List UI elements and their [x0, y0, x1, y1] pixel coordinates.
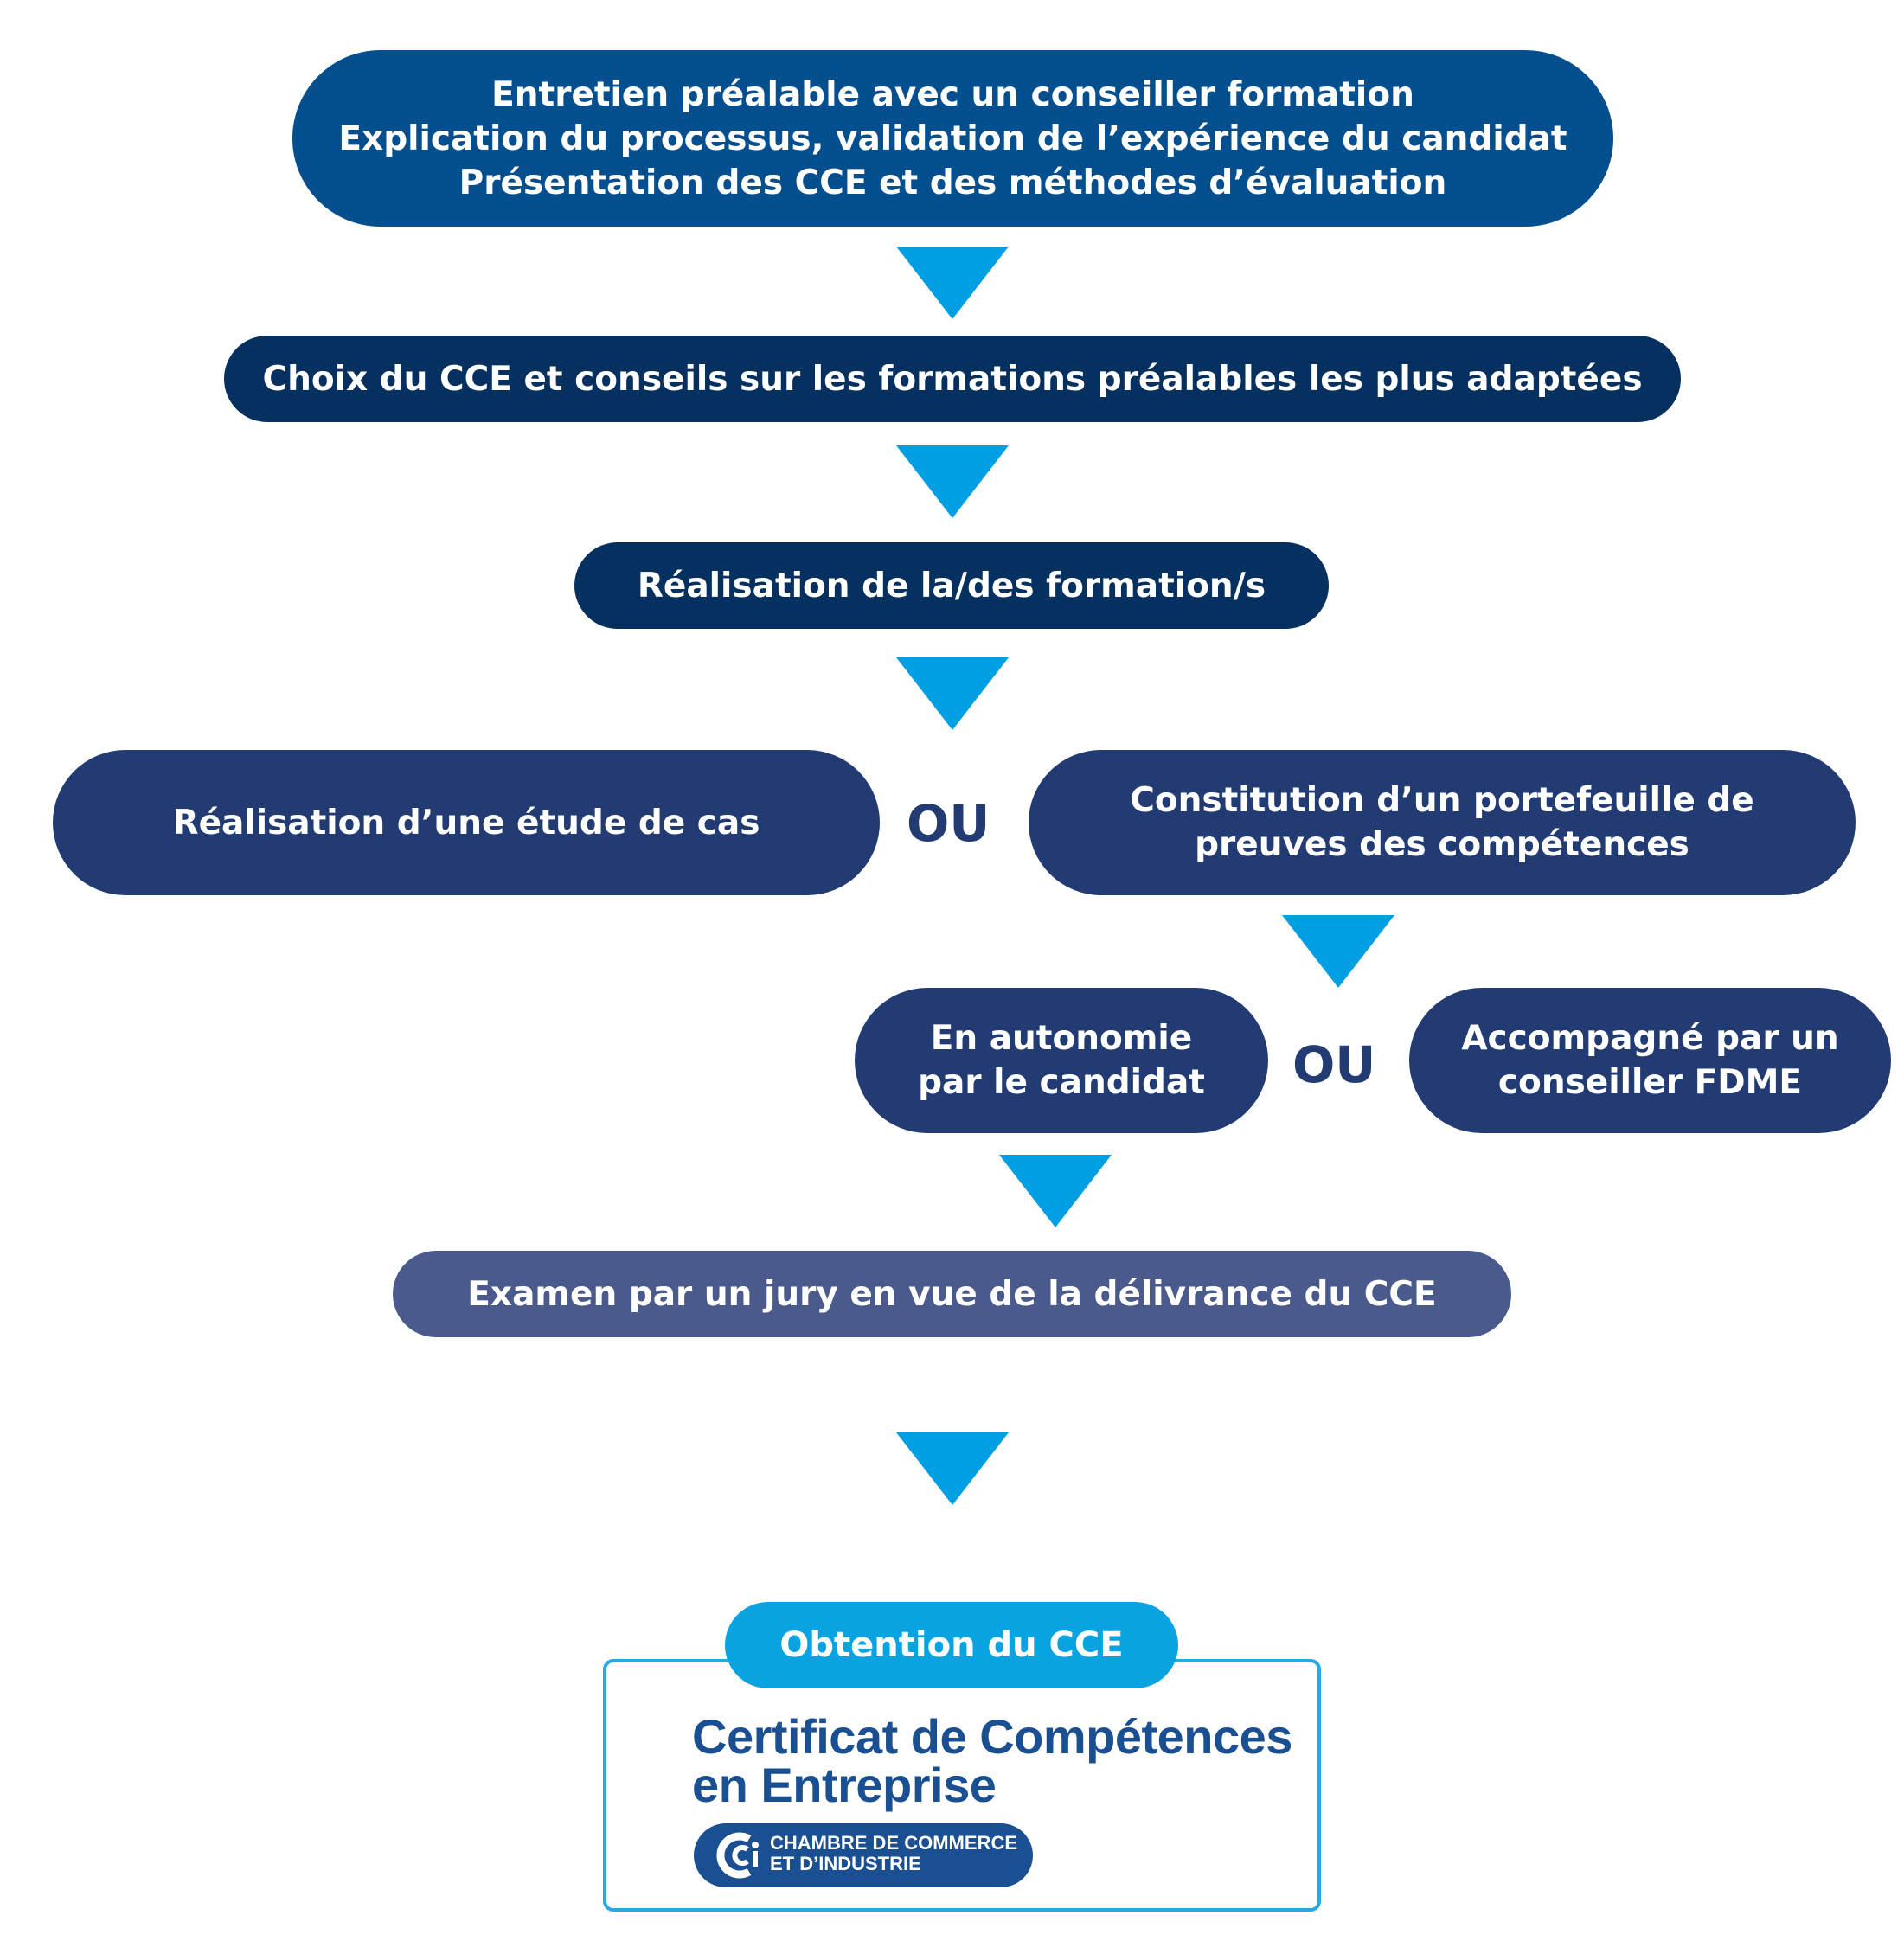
exam-label: Examen par un jury en vue de la délivran…: [467, 1274, 1437, 1314]
arrow-down-icon: [896, 1432, 1009, 1505]
step1-line: Explication du processus, validation de …: [338, 119, 1567, 158]
sub-option-autonomy: En autonomie par le candidat: [855, 988, 1268, 1133]
option-portfolio-line: preuves des compétences: [1195, 825, 1689, 864]
step-preliminary-interview: Entretien préalable avec un conseiller f…: [292, 50, 1613, 227]
cci-text-line-2: ET D’INDUSTRIE: [770, 1853, 921, 1874]
option-portfolio: Constitution d’un portefeuille de preuve…: [1029, 750, 1856, 895]
arrow-down-icon: [1282, 915, 1394, 988]
certificate-title-line-2: en Entreprise: [692, 1758, 997, 1812]
cci-text-line-1: CHAMBRE DE COMMERCE: [770, 1832, 1017, 1854]
sub-option-autonomy-line: En autonomie: [930, 1019, 1193, 1058]
sub-option-accompanied-line: Accompagné par un: [1461, 1019, 1839, 1058]
sub-option-accompanied: Accompagné par un conseiller FDME: [1409, 988, 1891, 1133]
step-choice-cce: Choix du CCE et conseils sur les formati…: [224, 336, 1681, 422]
option-portfolio-line: Constitution d’un portefeuille de: [1130, 781, 1754, 820]
option-case-study: Réalisation d’une étude de cas: [53, 750, 880, 895]
or-label: OU: [907, 794, 990, 853]
step3-label: Réalisation de la/des formation/s: [637, 566, 1266, 605]
step1-line: Présentation des CCE et des méthodes d’é…: [458, 163, 1447, 202]
obtention-badge: Obtention du CCE: [725, 1602, 1178, 1688]
option-case-study-label: Réalisation d’une étude de cas: [172, 803, 760, 842]
step2-label: Choix du CCE et conseils sur les formati…: [262, 359, 1643, 399]
cci-logo-badge: [694, 1823, 1033, 1887]
obtention-label: Obtention du CCE: [779, 1625, 1124, 1665]
sub-option-accompanied-line: conseiller FDME: [1497, 1063, 1803, 1102]
arrow-down-icon: [896, 657, 1009, 730]
certificate-title-line-1: Certificat de Compétences: [692, 1709, 1292, 1764]
sub-option-autonomy-line: par le candidat: [918, 1063, 1205, 1102]
cci-logo-icon: [716, 1832, 759, 1879]
arrow-down-icon: [896, 445, 1009, 518]
arrow-down-icon: [896, 247, 1009, 319]
step-training: Réalisation de la/des formation/s: [574, 542, 1329, 629]
step1-line: Entretien préalable avec un conseiller f…: [491, 74, 1414, 114]
arrow-down-icon: [999, 1155, 1112, 1227]
or-label: OU: [1292, 1035, 1376, 1094]
step-exam: Examen par un jury en vue de la délivran…: [393, 1251, 1511, 1337]
